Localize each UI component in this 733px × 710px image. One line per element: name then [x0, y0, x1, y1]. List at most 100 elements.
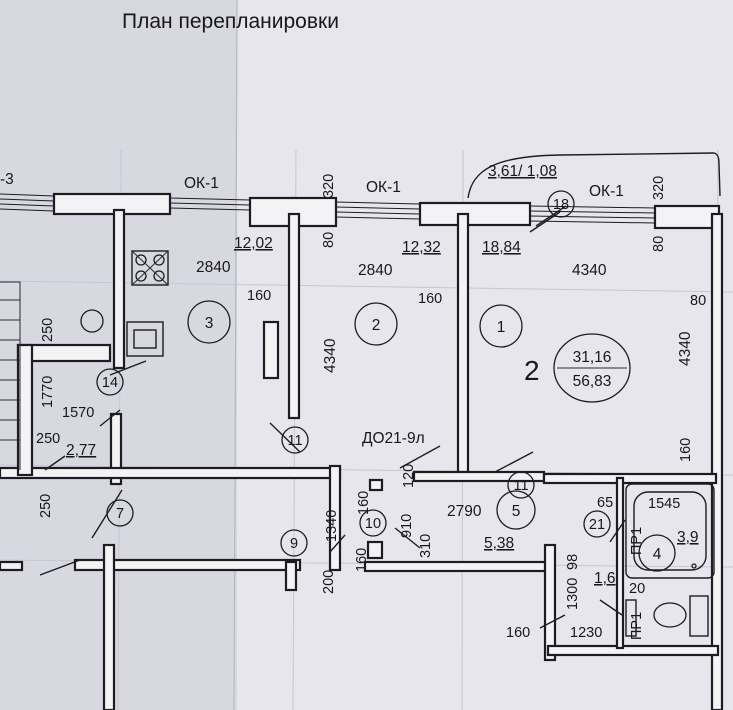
- room-4-number: 4: [653, 546, 662, 563]
- dim-160-d: 160: [354, 548, 370, 572]
- area-2-77: 2,77: [66, 442, 96, 459]
- wall-room2-room1: [456, 212, 470, 474]
- wall-pier-3: [418, 201, 532, 227]
- wall-pantry-left: [16, 343, 34, 477]
- window-label-ok1-c: ОК-1: [589, 183, 624, 200]
- room-18-number: 18: [553, 197, 569, 213]
- window-ok1-b: [335, 201, 421, 220]
- room-11-marker-b: 11: [507, 471, 535, 499]
- dim-160-c: 160: [356, 491, 372, 515]
- room-21-number: 21: [589, 517, 605, 533]
- fixture-label-pr1-a: ПР1: [629, 527, 645, 555]
- wall-lower-edge: [0, 560, 24, 572]
- wall-pier-1: [52, 192, 172, 216]
- dim-1770: 1770: [40, 376, 56, 408]
- plan-title: План перепланировки: [122, 10, 339, 33]
- area-12-32: 12,32: [402, 239, 441, 256]
- area-5-38: 5,38: [484, 535, 514, 552]
- dim-160-a: 160: [247, 288, 271, 304]
- dim-2840-left: 2840: [196, 259, 231, 276]
- boiler-icon: [80, 309, 104, 333]
- room-4-marker: 4: [638, 534, 676, 572]
- apartment-living-area: 31,16: [573, 349, 612, 366]
- window-label-left: -3: [0, 171, 14, 188]
- room-11-number-a: 11: [287, 433, 302, 449]
- balcony-outline: [467, 152, 721, 199]
- dim-1340: 1340: [324, 510, 340, 542]
- wall-room3-room2: [287, 212, 301, 420]
- wall-pier-4: [653, 204, 721, 230]
- apartment-summary: 2 31,16 56,83: [524, 333, 631, 403]
- wall-small-block-b: [366, 540, 384, 560]
- dim-1300: 1300: [565, 578, 581, 610]
- apartment-area-ellipse: [553, 333, 631, 403]
- paper-right-sheet: [237, 0, 733, 710]
- room-14-number: 14: [102, 375, 118, 391]
- area-1-6: 1,6: [594, 570, 616, 587]
- room-18-marker: 18: [547, 190, 575, 218]
- wall-corridor-top-left: [0, 466, 342, 480]
- room-2-marker: 2: [354, 302, 398, 346]
- wall-lower-left: [73, 558, 302, 572]
- dim-4340-top: 4340: [572, 262, 607, 279]
- wall-right-exterior: [710, 212, 724, 710]
- room-10-number: 10: [365, 516, 381, 532]
- dim-250-bottom: 250: [38, 494, 54, 518]
- wall-bath-top: [542, 472, 718, 485]
- dim-910: 910: [399, 514, 415, 538]
- room-10-marker: 10: [359, 509, 387, 537]
- dimension-ticks: [39, 205, 626, 629]
- toilet-icon: [653, 595, 709, 637]
- window-ok1-a: [169, 197, 251, 211]
- wall-stub: [284, 560, 298, 592]
- dim-310: 310: [418, 534, 434, 558]
- dim-20: 20: [629, 581, 645, 597]
- dim-2790: 2790: [447, 503, 482, 520]
- dim-65: 65: [597, 495, 613, 511]
- wall-wc-bottom: [546, 644, 720, 657]
- stove-icon: [131, 250, 169, 286]
- fixtures: [80, 250, 715, 637]
- wc-door-leaf: [625, 599, 637, 637]
- room-2-number: 2: [372, 317, 381, 334]
- dim-98: 98: [565, 554, 581, 570]
- sink-icon: [126, 321, 164, 357]
- room-7-number: 7: [116, 506, 124, 522]
- room-14-marker: 14: [96, 368, 124, 396]
- wall-hall-left: [328, 464, 342, 572]
- dim-160-e: 160: [678, 438, 694, 462]
- room-7-marker: 7: [106, 499, 134, 527]
- dim-80-c: 80: [690, 293, 706, 309]
- dim-160-b: 160: [418, 291, 442, 307]
- room-1-number: 1: [497, 319, 506, 336]
- room-1-marker: 1: [479, 304, 523, 348]
- dim-2840-mid: 2840: [358, 262, 393, 279]
- wall-wc-left: [543, 543, 557, 662]
- dim-120: 120: [401, 464, 417, 488]
- dim-250-mid: 250: [36, 431, 60, 447]
- room-11-marker-a: 11: [281, 426, 309, 454]
- wall-small-block-a: [368, 478, 384, 492]
- room-9-number: 9: [290, 536, 298, 552]
- apartment-total-area: 56,83: [573, 373, 612, 390]
- room-21-marker: 21: [583, 510, 611, 538]
- dim-320-a: 320: [321, 174, 337, 198]
- apartment-number: 2: [524, 355, 540, 386]
- interior-walls: [0, 208, 724, 710]
- dim-1570: 1570: [62, 405, 94, 421]
- window-label-ok1-a: ОК-1: [184, 175, 219, 192]
- room-11-number-b: 11: [513, 478, 528, 494]
- dim-1545: 1545: [648, 496, 680, 512]
- room-9-marker: 9: [280, 529, 308, 557]
- room-3-number: 3: [205, 315, 214, 332]
- area-18-84: 18,84: [482, 239, 521, 256]
- dim-4340-room2: 4340: [322, 338, 339, 373]
- dim-200: 200: [321, 570, 337, 594]
- fixture-label-pr1-b: ПР1: [629, 612, 645, 640]
- room-5-marker: 5: [496, 490, 536, 530]
- dim-80-a: 80: [321, 232, 337, 248]
- area-balcony: 3,61/ 1,08: [488, 163, 557, 180]
- wardrobe-outline: [262, 320, 280, 380]
